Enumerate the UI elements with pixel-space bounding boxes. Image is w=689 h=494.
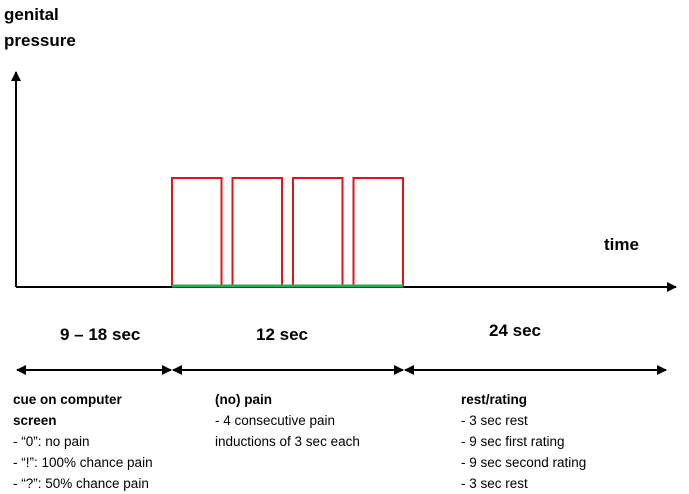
phase3-item: - 9 sec second rating <box>461 455 587 470</box>
phase3-item: - 3 sec rest <box>461 413 528 428</box>
phase1-duration: 9 – 18 sec <box>60 325 141 344</box>
phase1-title-line1: cue on computer <box>13 392 122 407</box>
phase2-title: (no) pain <box>215 392 272 407</box>
pain-pulse <box>171 177 223 286</box>
phase2-duration: 12 sec <box>256 325 308 344</box>
pain-pulses <box>171 177 404 286</box>
phase1-title-line2: screen <box>13 413 57 428</box>
phase3-duration: 24 sec <box>489 321 541 340</box>
pain-pulse <box>292 177 344 286</box>
phase2-item: inductions of 3 sec each <box>215 434 360 449</box>
phase3-title: rest/rating <box>461 392 528 407</box>
phase3-item: - 9 sec first rating <box>461 434 565 449</box>
phase1-description: cue on computer screen - “0”: no pain - … <box>13 389 153 494</box>
phase1-item: - “!”: 100% chance pain <box>13 455 153 470</box>
pain-pulse <box>231 177 283 286</box>
y-axis-label: genital pressure <box>4 2 76 54</box>
phase1-item: - “?”: 50% chance pain <box>13 476 149 491</box>
x-axis-label: time <box>604 235 639 254</box>
phase3-description: rest/rating - 3 sec rest - 9 sec first r… <box>461 389 586 494</box>
phase2-description: (no) pain - 4 consecutive pain induction… <box>215 389 360 452</box>
y-axis-label-line1: genital <box>4 5 59 24</box>
phase2-item: - 4 consecutive pain <box>215 413 336 428</box>
y-axis-label-line2: pressure <box>4 31 76 50</box>
phase1-item: - “0”: no pain <box>13 434 90 449</box>
phase3-item: - 3 sec rest <box>461 476 528 491</box>
pain-pulse <box>352 177 404 286</box>
